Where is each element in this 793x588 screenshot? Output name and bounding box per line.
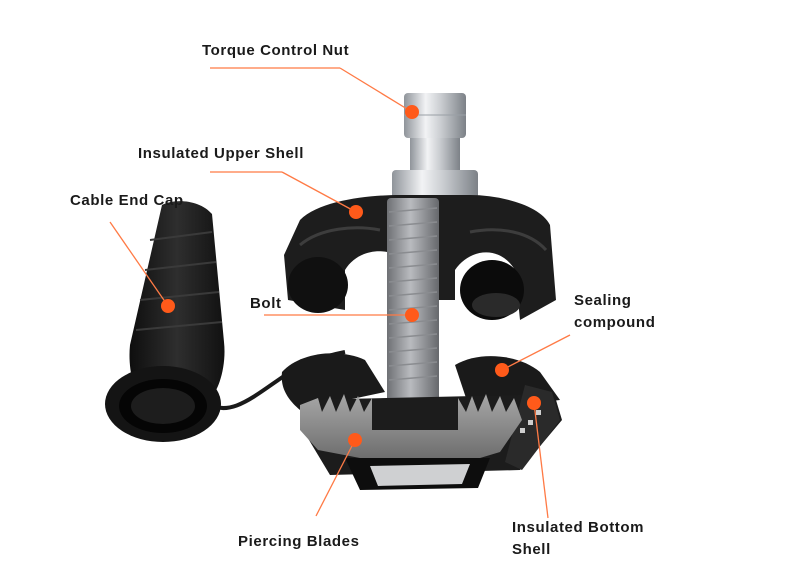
marker-cable-cap (161, 299, 175, 313)
marker-bottom-shell (527, 396, 541, 410)
cable-end-cap (105, 201, 225, 442)
marker-torque-nut (405, 105, 419, 119)
label-piercing-blades: Piercing Blades (238, 533, 360, 550)
label-cable-end-cap: Cable End Cap (70, 192, 184, 209)
marker-bolt (405, 308, 419, 322)
label-torque-control-nut: Torque Control Nut (202, 42, 350, 59)
label-insulated-upper-shell: Insulated Upper Shell (138, 145, 304, 162)
label-sealing-compound-line1: Sealing (574, 292, 632, 309)
marker-sealing (495, 363, 509, 377)
label-sealing-compound-line2: compound (574, 314, 656, 331)
marker-upper-shell (349, 205, 363, 219)
label-bolt: Bolt (250, 295, 282, 312)
marker-piercing (348, 433, 362, 447)
base-window (345, 458, 490, 490)
leader-lines (109, 67, 571, 519)
torque-nut (392, 93, 478, 200)
label-insulated-bottom-shell-line2: Shell (512, 541, 551, 558)
bolt-shaft (387, 198, 439, 408)
label-insulated-bottom-shell-line1: Insulated Bottom (512, 519, 645, 536)
marker-dots (161, 105, 541, 447)
